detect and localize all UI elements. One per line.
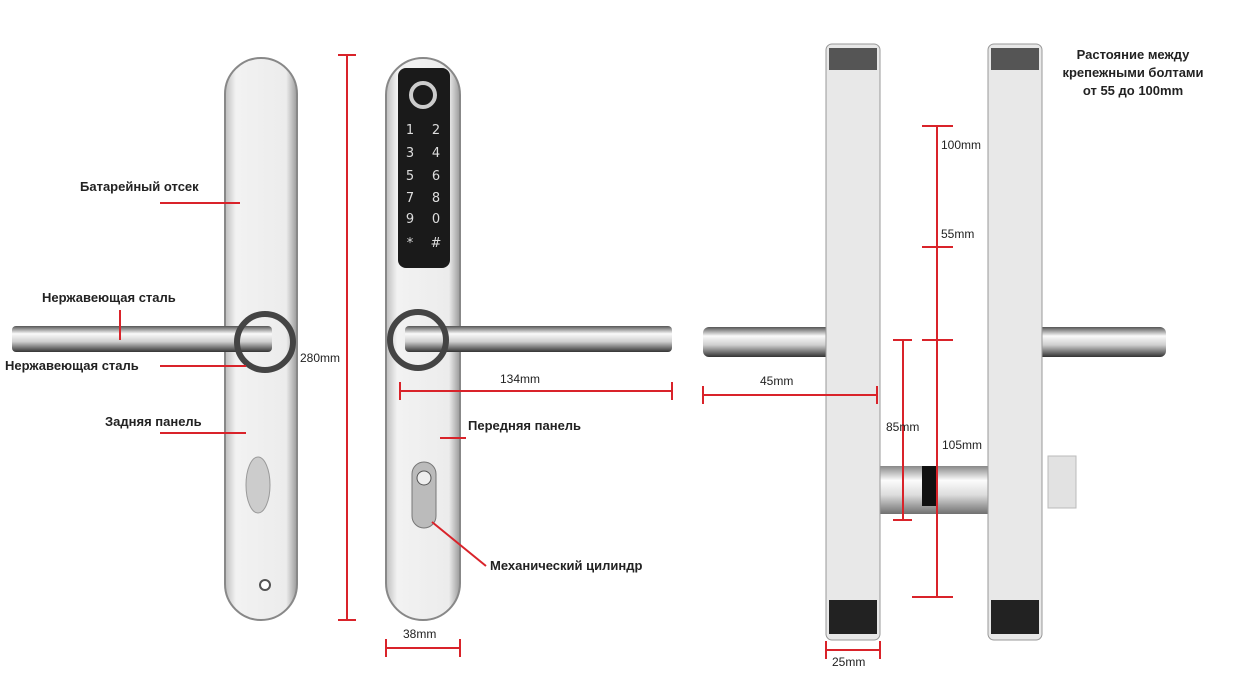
key-1[interactable]: 1 bbox=[406, 123, 414, 138]
key-3[interactable]: 3 bbox=[406, 146, 414, 161]
front-rosette bbox=[387, 309, 449, 371]
key-8[interactable]: 8 bbox=[432, 191, 440, 206]
side-left-plate bbox=[825, 43, 881, 641]
label-back-panel: Задняя панель bbox=[105, 414, 202, 429]
label-steel-rosette: Нержавеющая сталь bbox=[5, 358, 139, 373]
front-panel: 1 2 3 4 5 6 7 8 9 0 * # bbox=[385, 57, 672, 621]
back-lever bbox=[12, 326, 272, 352]
label-cylinder: Механический цилиндр bbox=[490, 558, 642, 573]
right-dimensions: 100mm 55mm 105mm 85mm 45mm 25mm bbox=[702, 125, 982, 669]
note-line-3: от 55 до 100mm bbox=[1083, 83, 1183, 98]
key-star[interactable]: * bbox=[407, 236, 414, 251]
fingerprint-sensor-icon bbox=[409, 81, 437, 109]
thumb-turn bbox=[1047, 455, 1077, 509]
note-line-2: крепежными болтами bbox=[1062, 65, 1203, 80]
key-0[interactable]: 0 bbox=[432, 212, 440, 227]
label-battery: Батарейный отсек bbox=[80, 179, 199, 194]
key-5[interactable]: 5 bbox=[406, 169, 414, 184]
callouts: Батарейный отсек Нержавеющая сталь Нержа… bbox=[5, 179, 642, 573]
key-6[interactable]: 6 bbox=[432, 169, 440, 184]
note-line-1: Растояние между bbox=[1077, 47, 1190, 62]
key-4[interactable]: 4 bbox=[432, 146, 440, 161]
key-2[interactable]: 2 bbox=[432, 123, 440, 138]
dim-105: 105mm bbox=[942, 438, 982, 452]
keypad bbox=[398, 68, 450, 268]
back-rosette bbox=[234, 311, 296, 373]
dim-lever: 134mm bbox=[500, 372, 540, 386]
side-right-handle bbox=[1036, 327, 1166, 357]
dim-25: 25mm bbox=[832, 655, 865, 669]
front-lever bbox=[405, 326, 672, 352]
label-steel-lever: Нержавеющая сталь bbox=[42, 290, 176, 305]
dim-85: 85mm bbox=[886, 420, 919, 434]
dim-55: 55mm bbox=[941, 227, 974, 241]
bolt-distance-note: Растояние между крепежными болтами от 55… bbox=[1062, 47, 1203, 98]
side-view bbox=[703, 43, 1166, 641]
dim-45: 45mm bbox=[760, 374, 793, 388]
key-hash[interactable]: # bbox=[431, 236, 442, 251]
key-9[interactable]: 9 bbox=[406, 212, 414, 227]
dim-height: 280mm bbox=[300, 351, 340, 365]
side-left-handle bbox=[703, 327, 833, 357]
left-dimensions: 280mm 134mm 38mm bbox=[300, 54, 673, 657]
dim-100: 100mm bbox=[941, 138, 981, 152]
dim-width: 38mm bbox=[403, 627, 436, 641]
key-7[interactable]: 7 bbox=[406, 191, 414, 206]
label-front-panel: Передняя панель bbox=[468, 418, 581, 433]
side-right-plate bbox=[987, 43, 1043, 641]
back-panel bbox=[12, 57, 298, 621]
